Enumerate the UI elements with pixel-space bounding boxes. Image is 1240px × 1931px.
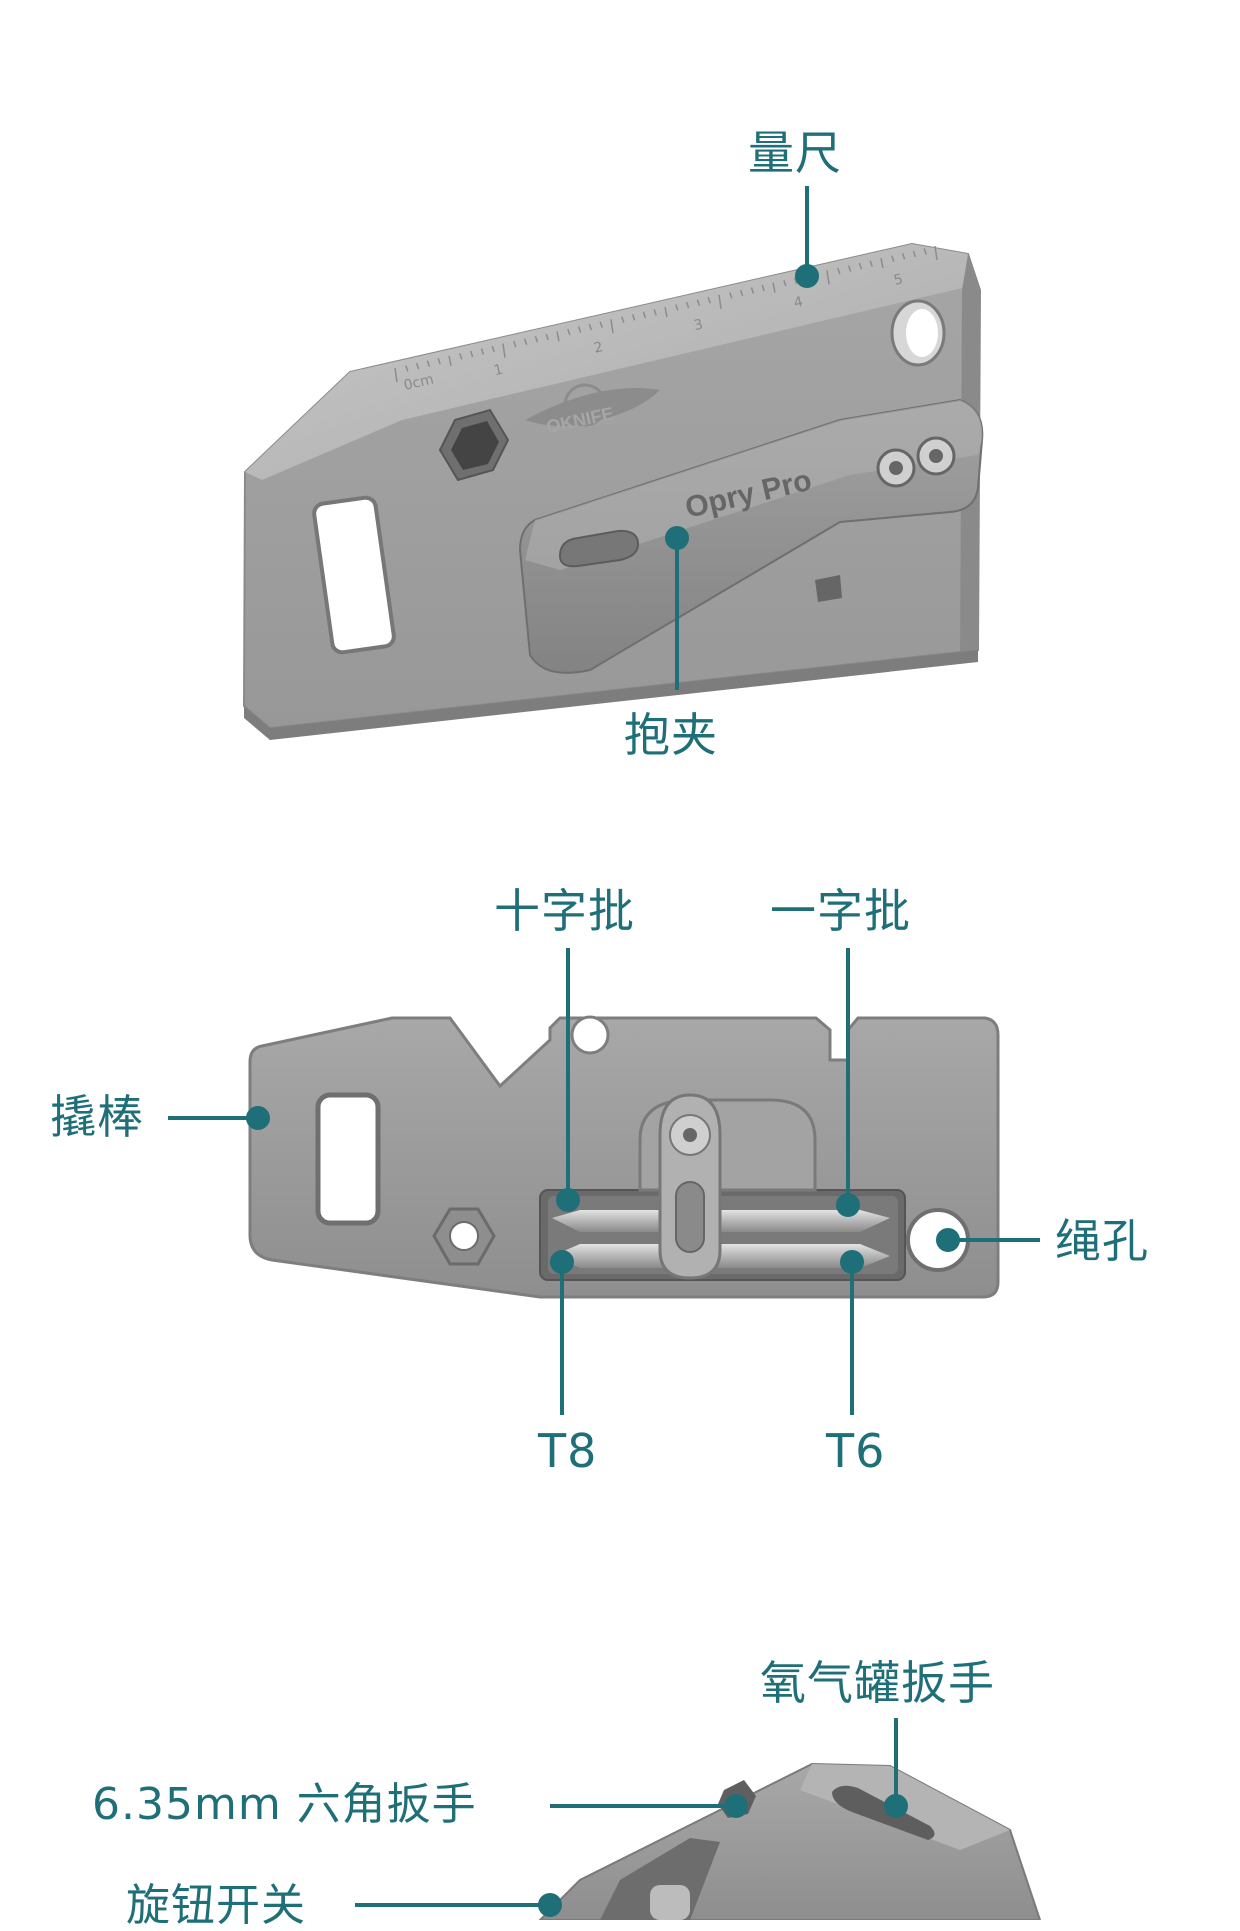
label-phillips-bit: 十字批 xyxy=(494,884,635,938)
ruler-tick xyxy=(793,277,798,284)
multitool-side-view xyxy=(538,1762,1042,1920)
ruler-tick xyxy=(405,365,409,372)
ruler-tick xyxy=(491,345,495,353)
ruler-tick xyxy=(783,279,787,287)
ruler-tick xyxy=(707,297,711,304)
ruler-tick xyxy=(610,319,614,334)
label-ruler: 量尺 xyxy=(748,126,842,180)
ruler-tick xyxy=(567,328,571,336)
pry-slot-hole xyxy=(312,495,396,655)
ruler-tick xyxy=(675,304,679,311)
ruler-number: 1 xyxy=(492,362,504,380)
ruler-tick xyxy=(534,336,539,343)
ruler-tick xyxy=(696,299,701,306)
label-pry-bar: 撬棒 xyxy=(50,1090,144,1144)
ruler-tick xyxy=(513,340,517,348)
ruler-tick xyxy=(718,294,722,309)
ruler-tick xyxy=(685,301,690,309)
ruler-tick xyxy=(437,358,441,365)
ruler-tick xyxy=(448,355,452,366)
ruler-tick xyxy=(901,253,906,260)
label-clip: 抱夹 xyxy=(624,708,718,762)
pry-bar-slot xyxy=(315,1092,381,1226)
ruler-number: 2 xyxy=(592,339,604,357)
ruler-tick xyxy=(750,287,755,294)
callout-lines-section1 xyxy=(665,186,819,690)
ruler-tick xyxy=(588,323,593,331)
callout-lines-section2 xyxy=(168,948,1040,1415)
ruler-tick xyxy=(523,338,528,345)
label-t6-bit: T6 xyxy=(826,1424,886,1478)
ruler-tick xyxy=(891,255,895,262)
ruler-tick xyxy=(556,331,560,342)
ruler-tick xyxy=(934,245,938,261)
ruler-tick xyxy=(415,362,420,370)
ruler-tick xyxy=(459,353,463,360)
ruler-number: 5 xyxy=(892,271,904,289)
label-hex-wrench: 6.35mm 六角扳手 xyxy=(92,1779,477,1830)
ruler-tick xyxy=(847,265,852,272)
ruler-tick xyxy=(469,350,474,358)
label-oxygen-wrench: 氧气罐扳手 xyxy=(760,1656,995,1710)
pocket-clip-shape: Opry Pro xyxy=(518,398,984,674)
ruler-zero-label: 0cm xyxy=(402,372,435,394)
ruler-tick xyxy=(837,267,841,275)
label-t8-bit: T8 xyxy=(538,1424,598,1478)
switch-knob-shape xyxy=(658,1093,722,1280)
ruler-tick xyxy=(394,367,398,383)
callout-lines-section3 xyxy=(355,1718,908,1917)
ruler-tick xyxy=(826,270,830,285)
ruler-tick xyxy=(880,258,884,269)
ruler-tick xyxy=(480,348,485,355)
label-knob-switch: 旋钮开关 xyxy=(126,1880,306,1931)
ruler-tick xyxy=(664,306,668,318)
ruler-tick xyxy=(577,326,582,333)
ruler-numbers: 1 2 3 4 5 xyxy=(492,271,904,379)
ruler-tick xyxy=(761,284,765,292)
label-lanyard-hole: 绳孔 xyxy=(1055,1214,1149,1268)
ruler-tick xyxy=(545,333,549,341)
ruler-tick xyxy=(631,314,636,321)
ruler-tick xyxy=(621,316,625,323)
ruler-tick xyxy=(426,360,431,367)
ruler-tick xyxy=(642,311,647,319)
ruler-tick xyxy=(912,250,917,258)
multitool-flat-view xyxy=(248,1015,1000,1299)
ruler-number: 3 xyxy=(692,317,704,335)
ruler-tick xyxy=(923,248,927,255)
ruler-tick xyxy=(869,260,873,267)
ruler-tick xyxy=(739,289,744,297)
ruler-tick xyxy=(599,321,603,328)
ruler-tick xyxy=(858,262,863,270)
label-flathead-bit: 一字批 xyxy=(770,884,911,938)
ruler-tick xyxy=(653,309,657,316)
ruler-tick xyxy=(772,282,776,293)
ruler-tick xyxy=(502,343,506,358)
ruler-number: 4 xyxy=(792,294,804,312)
ruler-tick xyxy=(729,292,733,299)
